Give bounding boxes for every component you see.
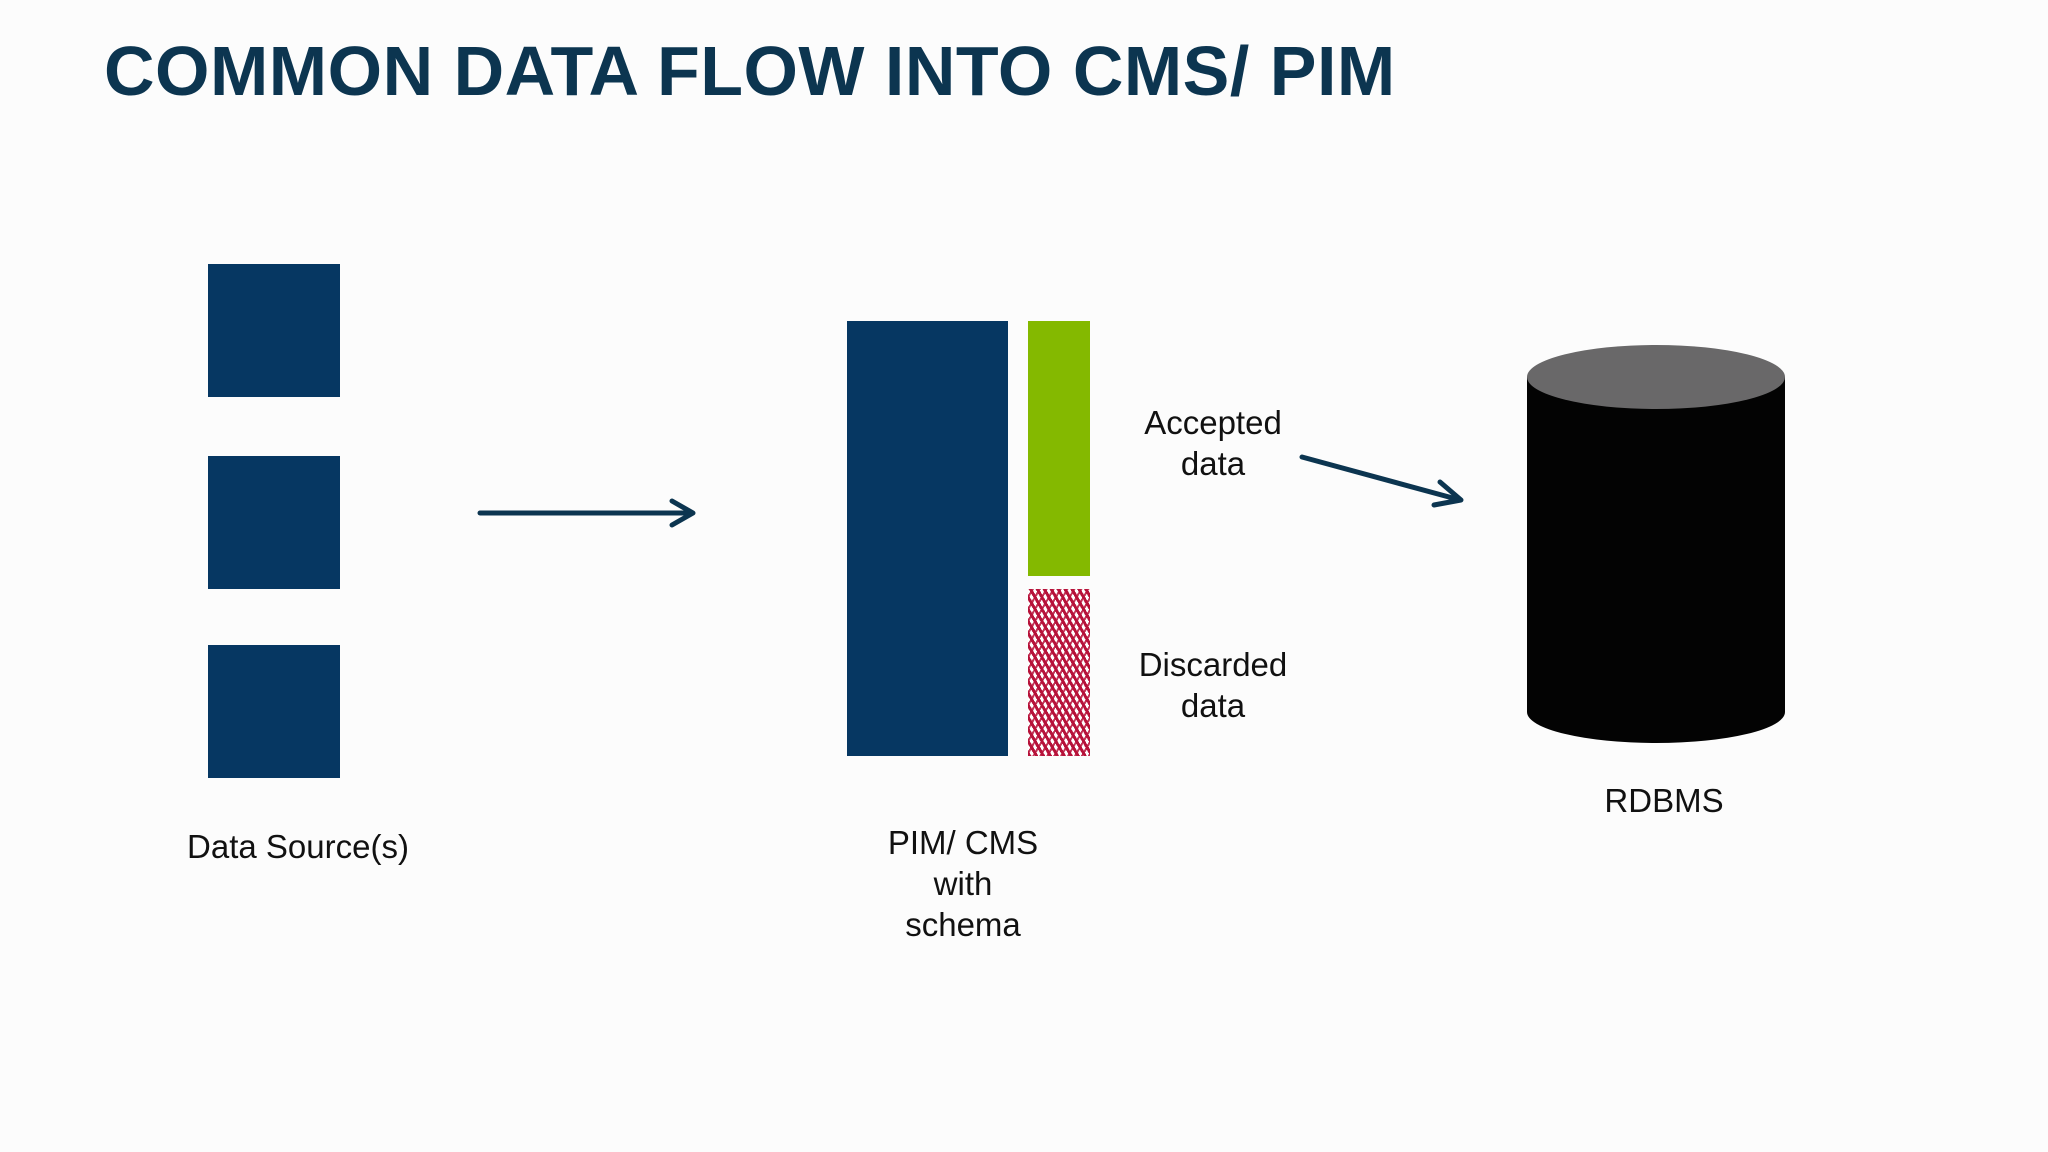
accepted-data-label-line-1: Accepted (1144, 404, 1282, 441)
data-source-box-1 (208, 264, 340, 397)
discarded-data-label-line-1: Discarded (1138, 646, 1288, 683)
pim-cms-label-line-1: PIM/ CMS (887, 824, 1039, 861)
data-source-box-2 (208, 456, 340, 589)
rdbms-label: RDBMS (1604, 782, 1724, 819)
pim-cms-label-line-2: with (933, 865, 993, 902)
arrow-right-icon (477, 498, 696, 528)
data-source-label: Data Source(s) (187, 828, 409, 865)
pim-cms-label-line-3: schema (905, 906, 1021, 943)
accepted-data-label-line-2: data (1180, 445, 1246, 482)
accepted-data-label: Accepted data (1113, 402, 1313, 484)
discarded-data-label-line-2: data (1180, 687, 1246, 724)
arrow-down-right-icon (1299, 454, 1464, 508)
data-source-box-3 (208, 645, 340, 778)
database-cylinder-icon (1527, 345, 1785, 743)
page-title: COMMON DATA FLOW INTO CMS/ PIM (104, 32, 1396, 110)
pim-cms-block (847, 321, 1008, 756)
accepted-data-bar (1028, 321, 1090, 576)
pim-cms-label: PIM/ CMS with schema (843, 822, 1083, 945)
discarded-data-label: Discarded data (1113, 644, 1313, 726)
discarded-data-bar (1028, 589, 1090, 756)
